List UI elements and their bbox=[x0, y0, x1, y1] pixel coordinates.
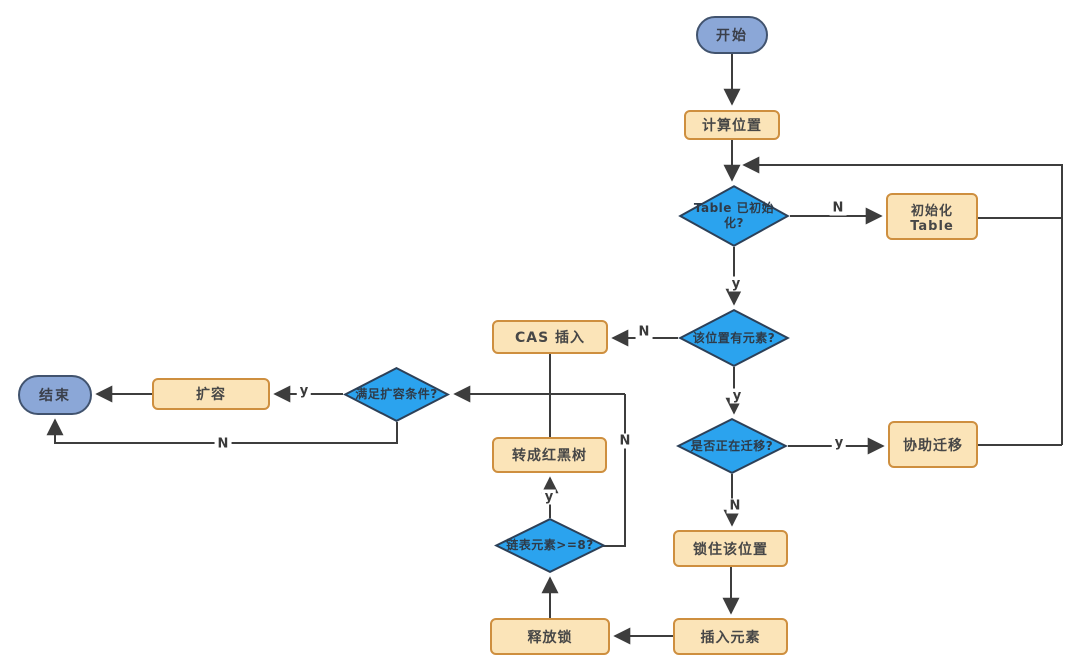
node-assist-migration-label: 协助迁移 bbox=[903, 437, 963, 454]
edge-label-table-initialized-yes: y bbox=[728, 276, 744, 292]
node-to-red-black-tree: 转成红黑树 bbox=[492, 437, 607, 473]
node-release-lock-label: 释放锁 bbox=[527, 629, 573, 646]
node-is-migrating: 是否正在迁移? bbox=[676, 418, 788, 474]
node-expand: 扩容 bbox=[152, 378, 270, 410]
node-to-red-black-tree-label: 转成红黑树 bbox=[512, 448, 587, 464]
node-cas-insert: CAS 插入 bbox=[492, 320, 608, 354]
edge-label-expand-condition-yes: y bbox=[296, 383, 312, 399]
node-expand-label: 扩容 bbox=[196, 387, 226, 403]
node-assist-migration: 协助迁移 bbox=[888, 421, 978, 468]
node-insert-element-label: 插入元素 bbox=[700, 629, 761, 646]
node-release-lock: 释放锁 bbox=[490, 618, 610, 655]
edge-label-table-initialized-no: N bbox=[829, 200, 847, 216]
edge-label-position-has-element-no: N bbox=[635, 324, 653, 340]
node-lock-position-label: 锁住该位置 bbox=[693, 541, 768, 558]
edge-label-position-has-element-yes: y bbox=[729, 388, 745, 404]
node-expand-condition-label: 满足扩容条件? bbox=[355, 387, 438, 401]
decision-diamond-shape bbox=[678, 185, 790, 247]
decision-diamond-shape bbox=[494, 518, 606, 573]
decision-diamond-shape bbox=[676, 418, 788, 474]
node-insert-element: 插入元素 bbox=[673, 618, 788, 655]
node-is-migrating-label: 是否正在迁移? bbox=[690, 438, 774, 453]
node-calc-position: 计算位置 bbox=[684, 110, 780, 140]
node-cas-insert-label: CAS 插入 bbox=[514, 330, 586, 346]
node-start: 开始 bbox=[696, 16, 768, 54]
edge-label-list-len-ge-8-no: N bbox=[616, 433, 634, 449]
node-end-label: 结束 bbox=[39, 388, 71, 404]
node-list-len-ge-8-label: 链表元素>=8? bbox=[506, 538, 594, 552]
node-start-label: 开始 bbox=[716, 28, 748, 44]
edge-label-is-migrating-no: N bbox=[726, 498, 744, 514]
decision-diamond-shape bbox=[343, 367, 450, 422]
node-lock-position: 锁住该位置 bbox=[673, 530, 788, 567]
node-table-initialized: Table 已初始化? bbox=[678, 185, 790, 247]
node-init-table-label: 初始化 Table bbox=[910, 203, 954, 234]
node-list-len-ge-8: 链表元素>=8? bbox=[494, 518, 606, 573]
edge-label-list-len-ge-8-yes: y bbox=[541, 489, 557, 505]
node-end: 结束 bbox=[18, 375, 92, 415]
node-init-table: 初始化 Table bbox=[886, 193, 978, 240]
node-position-has-element-label: 该位置有元素? bbox=[692, 330, 776, 345]
node-expand-condition: 满足扩容条件? bbox=[343, 367, 450, 422]
edge-label-is-migrating-yes: y bbox=[831, 435, 847, 451]
node-position-has-element: 该位置有元素? bbox=[678, 309, 790, 367]
node-table-initialized-label: Table 已初始化? bbox=[693, 201, 775, 230]
decision-diamond-shape bbox=[678, 309, 790, 367]
node-calc-position-label: 计算位置 bbox=[702, 118, 762, 134]
edge-label-expand-condition-no: N bbox=[214, 436, 232, 452]
